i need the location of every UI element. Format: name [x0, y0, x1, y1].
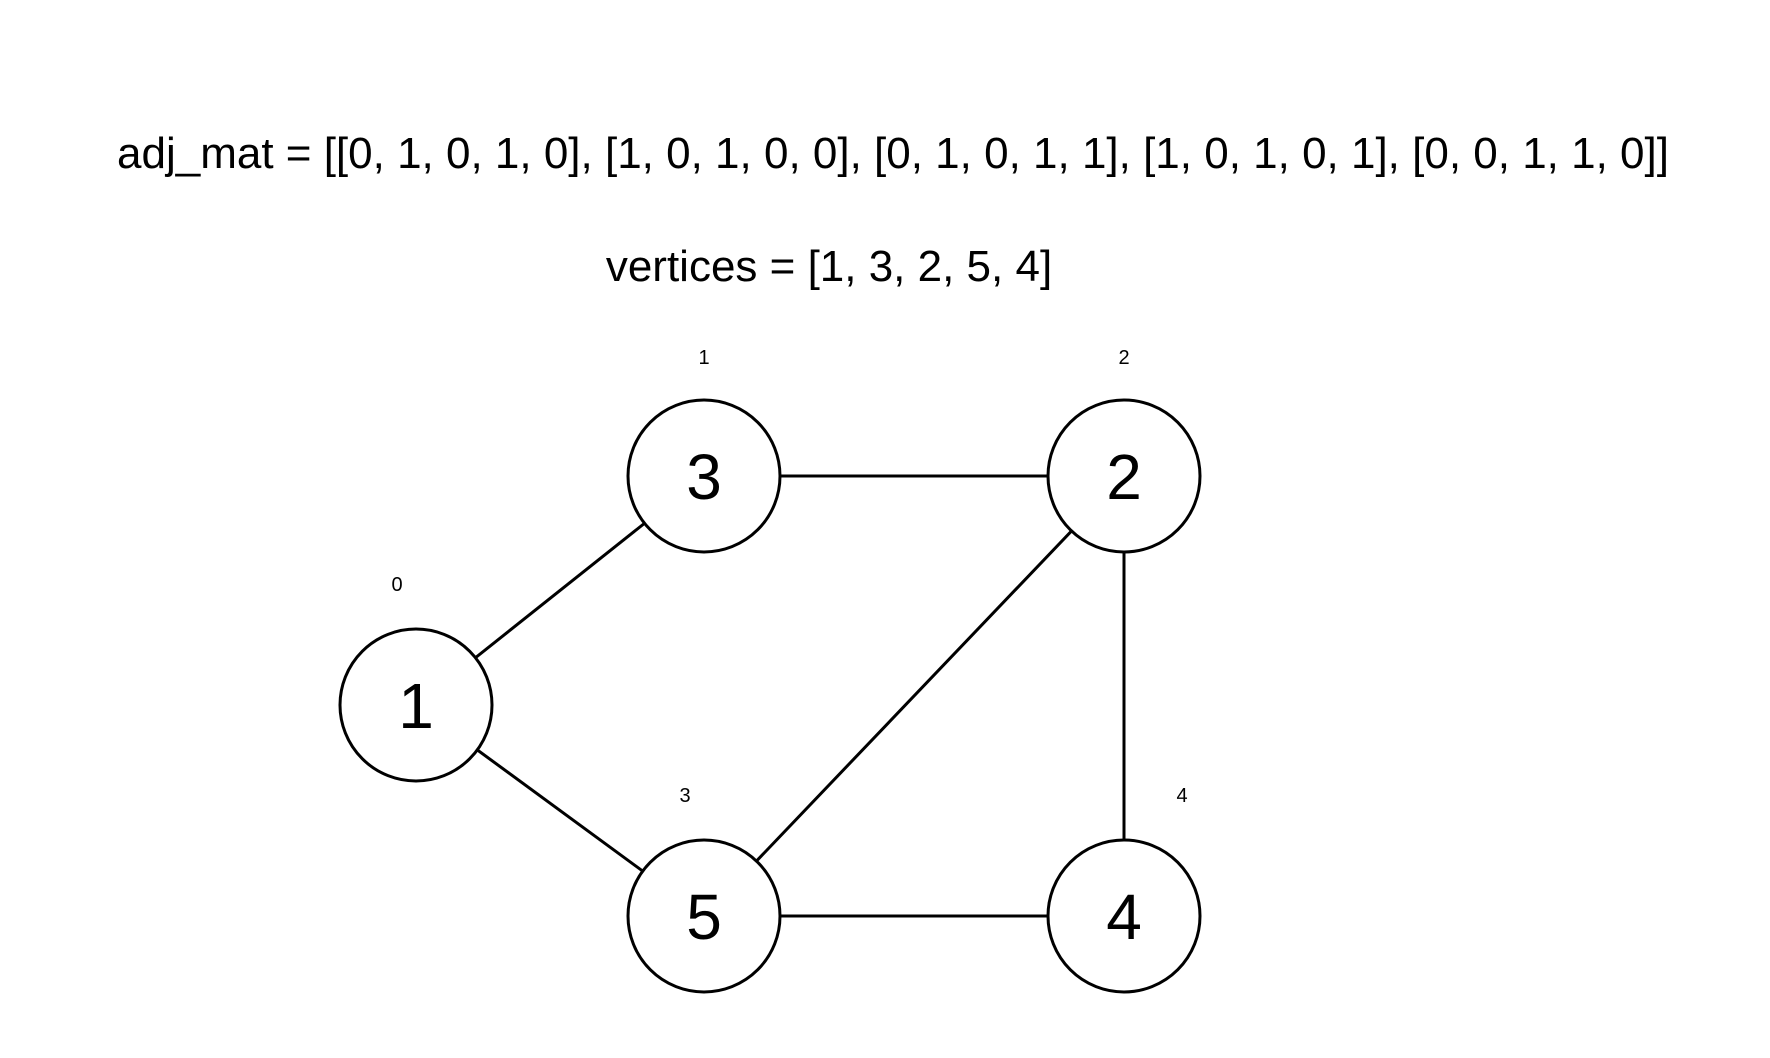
node-index-label: 0: [391, 574, 402, 596]
node-2: 22: [1046, 347, 1202, 554]
node-label: 4: [1106, 881, 1142, 953]
node-label: 3: [686, 441, 722, 513]
node-circle: [338, 627, 494, 783]
node-circle: [626, 838, 782, 994]
node-circle: [1046, 838, 1202, 994]
node-index-label: 1: [698, 347, 709, 369]
node-1: 10: [338, 574, 494, 783]
node-label: 2: [1106, 441, 1142, 513]
node-circle: [1046, 398, 1202, 554]
node-5: 53: [626, 785, 782, 994]
node-index-label: 4: [1176, 785, 1187, 807]
edge-2-5: [702, 474, 1126, 918]
vertices-text: vertices = [1, 3, 2, 5, 4]: [606, 242, 1052, 291]
adjacency-matrix-text: adj_mat = [[0, 1, 0, 1, 0], [1, 0, 1, 0,…: [117, 129, 1669, 178]
node-index-label: 3: [679, 785, 690, 807]
node-4: 44: [1046, 785, 1202, 994]
node-3: 31: [626, 347, 782, 554]
node-label: 1: [398, 670, 434, 742]
node-label: 5: [686, 881, 722, 953]
node-circle: [626, 398, 782, 554]
node-index-label: 2: [1118, 347, 1129, 369]
